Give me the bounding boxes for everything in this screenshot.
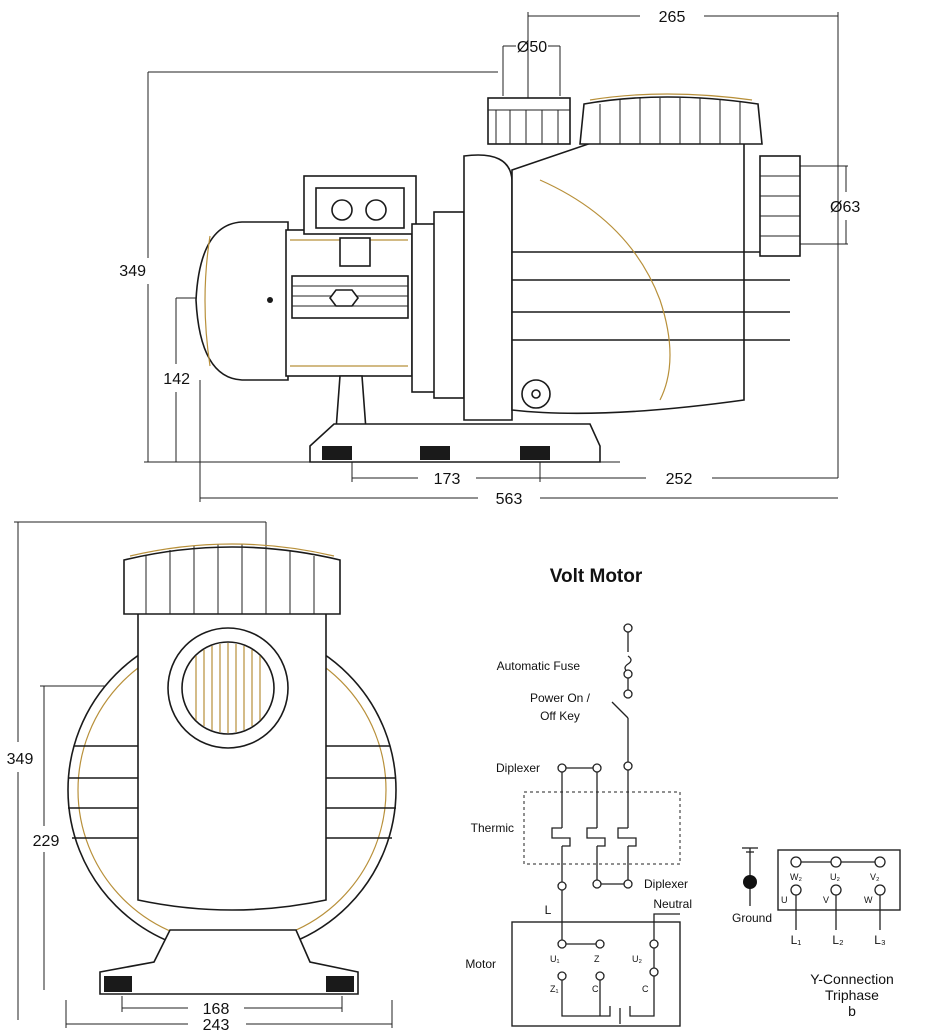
label-z1: Z₁: [550, 984, 559, 994]
dim-base-front-label: 173: [434, 471, 461, 488]
pump-front-drawing: [67, 543, 397, 995]
label-l1: L₁: [791, 933, 802, 947]
front-dim-base-inner-label: 168: [203, 1001, 230, 1018]
front-dim-axis-height-label: 229: [33, 833, 60, 850]
label-u2-tri: U₂: [830, 872, 840, 882]
label-w2: W₂: [790, 872, 802, 882]
label-c2: C: [642, 984, 649, 994]
front-dim-height-label: 349: [7, 751, 34, 768]
dim-axis-height: 142: [163, 297, 212, 462]
dim-inlet-diameter: Ø50: [502, 39, 561, 96]
label-v: V: [823, 895, 829, 905]
dim-axis-height-label: 142: [163, 371, 190, 388]
label-automatic-fuse: Automatic Fuse: [497, 659, 581, 673]
dim-top-width-label: 265: [659, 9, 686, 26]
label-power-key-1: Power On /: [530, 691, 591, 705]
label-ground: Ground: [732, 911, 772, 925]
wiring-title: Volt Motor: [550, 566, 643, 587]
label-neutral: Neutral: [653, 897, 692, 911]
label-u1: U₁: [550, 954, 560, 964]
label-diplexer-top: Diplexer: [496, 761, 540, 775]
label-diplexer-bottom: Diplexer: [644, 877, 688, 891]
label-w: W: [864, 895, 873, 905]
triphase-connection: Ground W₂ U₂ V₂ U V W L₁ L₂ L₃ Y-Connect…: [732, 847, 901, 1019]
label-thermic: Thermic: [471, 821, 514, 835]
pump-side-drawing: [195, 93, 801, 463]
triphase-terminal-box: [777, 849, 901, 911]
label-motor: Motor: [465, 957, 496, 971]
label-c1: C: [592, 984, 599, 994]
front-dim-base-outer-label: 243: [203, 1017, 230, 1034]
dim-outlet-diameter: Ø63: [800, 165, 860, 245]
thermic-box: [523, 791, 681, 865]
dim-total-length-label: 563: [496, 491, 523, 508]
label-z: Z: [594, 954, 600, 964]
label-v2: V₂: [870, 872, 880, 882]
caption-line-3: b: [848, 1003, 856, 1019]
volt-motor-wiring: Volt Motor Automatic Fuse Power On / Off…: [465, 566, 692, 1027]
ground-icon: [743, 875, 757, 889]
side-view: 265 Ø50 349 142: [119, 9, 860, 508]
inlet-grille: [195, 643, 261, 733]
dim-height-label: 349: [119, 263, 146, 280]
label-u2: U₂: [632, 954, 642, 964]
dim-base: 173 252: [351, 462, 838, 488]
dim-top-width: 265: [527, 9, 839, 478]
dim-total-length: 563: [199, 380, 838, 508]
label-l2: L₂: [832, 933, 844, 947]
motor-terminal-box: [511, 921, 681, 1027]
front-view: 349 229 168 243: [7, 521, 397, 1034]
front-dim-height: 349: [7, 521, 267, 1020]
label-l3: L₃: [874, 933, 886, 947]
dim-base-rear-label: 252: [666, 471, 693, 488]
caption-line-1: Y-Connection: [810, 971, 894, 987]
label-u: U: [781, 895, 788, 905]
dim-height: 349: [119, 71, 498, 462]
caption-line-2: Triphase: [825, 987, 879, 1003]
label-power-key-2: Off Key: [540, 709, 580, 723]
label-line: L: [545, 903, 552, 917]
dim-outlet-diameter-label: Ø63: [830, 199, 860, 216]
front-dim-base: 168 243: [65, 996, 393, 1034]
dim-inlet-diameter-label: Ø50: [517, 39, 547, 56]
power-switch: [611, 701, 629, 719]
